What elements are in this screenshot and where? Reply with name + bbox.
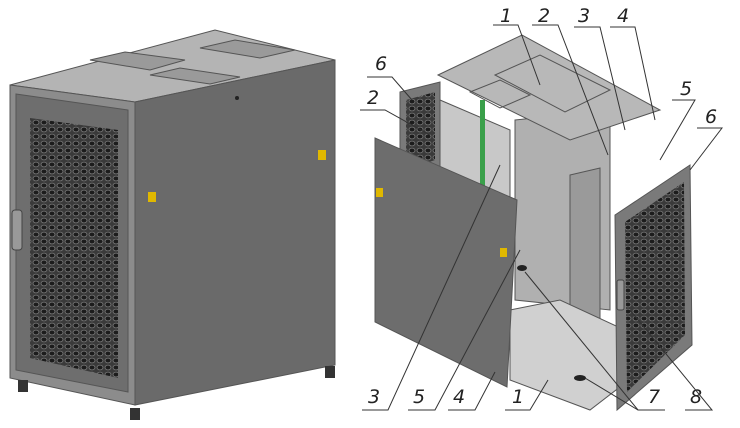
- foot: [18, 380, 28, 392]
- leveling-foot: [517, 265, 527, 271]
- frame-post: [480, 100, 485, 250]
- callout-label: 1: [500, 5, 512, 27]
- leader-line: [689, 127, 724, 171]
- door-handle: [11, 209, 23, 251]
- callout-label: 6: [375, 53, 387, 75]
- key-hole: [235, 96, 239, 100]
- leader-line: [629, 309, 714, 411]
- leveling-foot: [574, 375, 586, 381]
- callout-label: 5: [413, 386, 425, 408]
- callout-label: 1: [512, 386, 524, 408]
- side-panel-removed: [374, 137, 518, 388]
- top-panel: [436, 34, 662, 141]
- callout-label: 3: [368, 386, 380, 408]
- side-panel: [134, 59, 336, 406]
- leader-line: [362, 164, 501, 411]
- side-panel-lock-icon: [500, 248, 507, 257]
- exploded-cabinet: [374, 34, 693, 412]
- leader-line: [505, 379, 549, 411]
- door-perforation: [30, 118, 118, 378]
- front-door-handle: [616, 279, 625, 311]
- callout-label: 7: [648, 386, 660, 408]
- callout-label: 5: [680, 78, 692, 100]
- leader-line: [493, 24, 541, 86]
- top-panel-vent: [468, 79, 532, 109]
- callout-label: 4: [617, 5, 629, 27]
- leader-line: [574, 26, 626, 131]
- leader-line: [448, 371, 496, 411]
- front-door-perforation: [625, 182, 685, 392]
- leader-line: [360, 109, 431, 136]
- top-vent-3: [149, 67, 241, 85]
- top-panel-vent: [493, 54, 612, 113]
- foot: [325, 366, 335, 378]
- leader-line: [408, 249, 521, 411]
- assembled-cabinet: [9, 29, 336, 420]
- side-lock-icon: [148, 192, 156, 202]
- top-vent-1: [89, 51, 186, 71]
- side-lock-icon: [318, 150, 326, 160]
- leader-line: [659, 99, 696, 161]
- rear-door-perforation: [406, 92, 435, 170]
- leader-line: [524, 271, 639, 411]
- callout-label: 3: [578, 5, 590, 27]
- leader-line: [532, 24, 609, 156]
- callout-label: 6: [705, 106, 717, 128]
- foot: [130, 408, 140, 420]
- leader-line: [610, 26, 656, 121]
- leader-line: [367, 76, 413, 101]
- callout-label: 2: [367, 87, 379, 109]
- top-vent-2: [199, 39, 296, 59]
- side-panel-lock-icon: [376, 188, 383, 197]
- callouts: 1 2 3 4 5 6 2 6 3 5 4 1 7 8: [360, 5, 724, 411]
- callout-label: 2: [538, 5, 550, 27]
- callout-label: 8: [690, 386, 702, 408]
- callout-label: 4: [453, 386, 465, 408]
